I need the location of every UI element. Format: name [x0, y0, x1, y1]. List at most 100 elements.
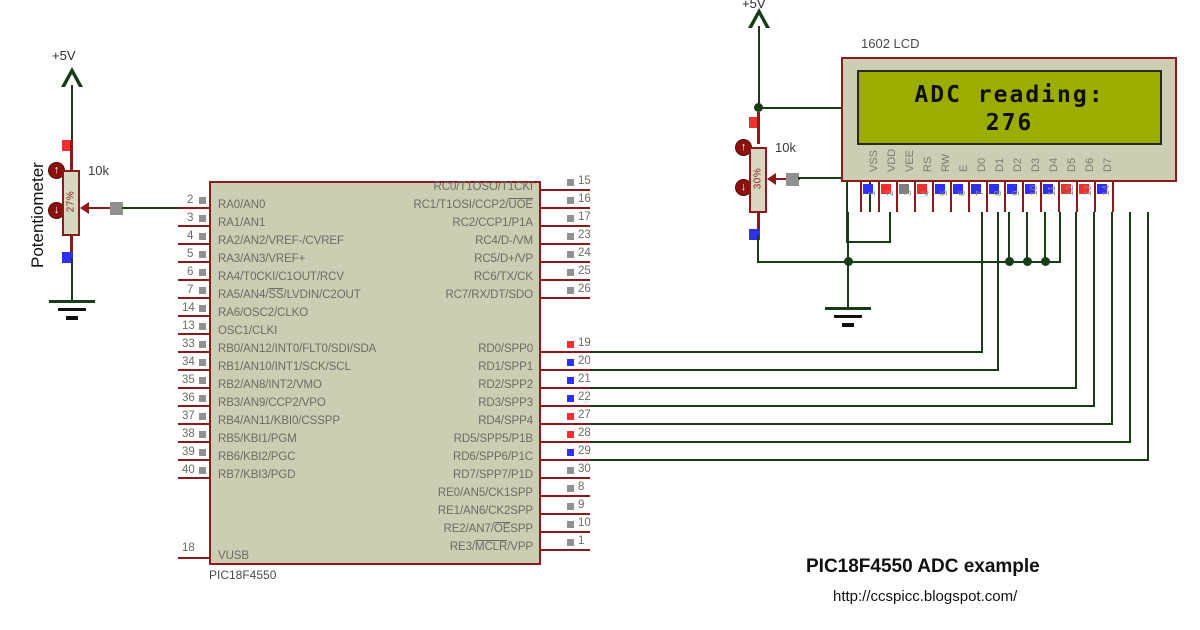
pin-wire-14 — [178, 315, 209, 317]
bus-wire-rd6 — [590, 459, 1149, 461]
lcd-pin-stub-6 — [950, 182, 952, 212]
pin-wire-13 — [178, 333, 209, 335]
lcd-pin-stub-13 — [1076, 182, 1078, 212]
pin-wire-6 — [178, 279, 209, 281]
lcd-pin-pad-3 — [899, 184, 909, 194]
pin-number-19: 19 — [578, 337, 591, 349]
pin-pad-26 — [567, 287, 574, 294]
pot-left-to-ra0-wire — [122, 207, 209, 209]
pin-pad-37 — [199, 413, 206, 420]
lcd-pin-number-13: 13 — [1083, 184, 1094, 196]
lcd-pin-label-vss: VSS — [868, 149, 880, 172]
pin-wire-37 — [178, 423, 209, 425]
pin-label-4: RA2/AN2/VREF-/CVREF — [218, 235, 344, 247]
pin-label-19: RD0/SPP0 — [478, 343, 533, 355]
pot-right-value: 10k — [775, 140, 796, 155]
pin-label-9: RE1/AN6/CK2SPP — [437, 505, 533, 517]
pin-label-23: RC4/D-/VM — [475, 235, 533, 247]
pin-wire-17 — [541, 225, 590, 227]
pin-number-9: 9 — [578, 499, 585, 511]
pin-wire-15 — [541, 189, 590, 191]
lcd-pin-strip-end — [1112, 182, 1114, 212]
pic-chip-body[interactable] — [209, 181, 541, 565]
pin-wire-19 — [541, 351, 590, 353]
lcd-pin-label-d4: D4 — [1048, 157, 1060, 172]
pin-number-15: 15 — [578, 175, 591, 187]
lcd-pin-number-10: 10 — [1029, 184, 1040, 196]
pin-pad-35 — [199, 377, 206, 384]
pin-label-26: RC7/RX/DT/SDO — [445, 289, 533, 301]
pot-right-gnd-wire — [757, 235, 759, 263]
pot-right-wiper-wire — [798, 177, 848, 179]
pin-label-24: RC5/D+/VP — [474, 253, 533, 265]
pin-wire-40 — [178, 477, 209, 479]
left-supply-label: +5V — [52, 48, 76, 63]
lcd-pin-number-3: 3 — [903, 190, 914, 196]
pin-pad-20 — [567, 359, 574, 366]
lcd-pin-pad-7 — [971, 184, 981, 194]
lcd-pin-pad-11 — [1043, 184, 1053, 194]
gnd-down-wire — [847, 261, 849, 309]
pin-label-6: RA4/T0CKI/C1OUT/RCV — [218, 271, 344, 283]
lcd-pin-stub-12 — [1058, 182, 1060, 212]
bus-drop-rd6 — [1147, 212, 1149, 459]
pin-number-27: 27 — [578, 409, 591, 421]
pin-number-16: 16 — [578, 193, 591, 205]
pin-label-15: RC0/T1OSO/T1CKI — [433, 181, 534, 193]
pin-label-16: RC1/T1OSI/CCP2/UOE — [413, 199, 533, 211]
pot-left-percent: 27% — [65, 190, 77, 213]
bus-wire-d4 — [590, 387, 1077, 389]
pot-left-decrease-button[interactable]: ↓ — [48, 202, 65, 219]
pot-left-top-lead — [70, 140, 73, 172]
pin-label-28: RD5/SPP5/P1B — [453, 433, 533, 445]
pot-left-wiper-lead — [89, 207, 117, 209]
pin-number-23: 23 — [578, 229, 591, 241]
pin-wire-18 — [178, 557, 209, 559]
pin-label-14: RA6/OSC2/CLKO — [218, 307, 309, 319]
pin-number-18: 18 — [182, 542, 195, 554]
pot-right-top-lead — [757, 112, 760, 144]
pin-number-36: 36 — [182, 392, 195, 404]
pot-left-gnd-wire — [71, 258, 73, 302]
pin-wire-35 — [178, 387, 209, 389]
lcd-pin-stub-4 — [914, 182, 916, 212]
pin-label-vusb: VUSB — [218, 550, 249, 562]
potentiometer-caption: Potentiometer — [28, 162, 47, 268]
lcd-pin-stub-5 — [932, 182, 934, 212]
lcd-pin-pad-10 — [1025, 184, 1035, 194]
pin-number-20: 20 — [578, 355, 591, 367]
pin-label-17: RC2/CCP1/P1A — [452, 217, 533, 229]
right-power-arrow-inner-icon — [752, 15, 766, 28]
pot-left-top-pad — [62, 140, 73, 151]
pin-wire-5 — [178, 261, 209, 263]
pin-label-34: RB1/AN10/INT1/SCK/SCL — [218, 361, 351, 373]
right-ground-bar-1 — [825, 307, 871, 310]
pin-label-2: RA0/AN0 — [218, 199, 266, 211]
right-supply-wire — [758, 26, 760, 108]
lcd-pin-label-d7: D7 — [1102, 157, 1114, 172]
pot-left-bottom-pad — [62, 252, 73, 263]
lcd-pin-number-5: 5 — [939, 190, 950, 196]
pot-right-bottom-pad — [749, 229, 760, 240]
lcd-pin-label-d6: D6 — [1084, 157, 1096, 172]
bus-wire-d6 — [590, 423, 1113, 425]
vss-to-gnd-wire — [847, 212, 849, 261]
lcd-pin-stub-10 — [1022, 182, 1024, 212]
page-url: http://ccspicc.blogspot.com/ — [833, 588, 1018, 605]
pin-pad-8 — [567, 485, 574, 492]
pin-pad-30 — [567, 467, 574, 474]
pin-wire-27 — [541, 423, 590, 425]
vdd-branch-wire — [758, 107, 871, 109]
pin-label-10: RE2/AN7/OESPP — [443, 523, 534, 535]
pin-wire-23 — [541, 243, 590, 245]
lcd-line-2: 276 — [985, 110, 1034, 136]
pin-pad-6 — [199, 269, 206, 276]
pin-pad-1 — [567, 539, 574, 546]
pot-left-bottom-lead — [70, 234, 73, 260]
pin-pad-38 — [199, 431, 206, 438]
lcd-pin-stub-14 — [1094, 182, 1096, 212]
bus-drop-d4 — [1075, 212, 1077, 387]
pin-label-30: RD7/SPP7/P1D — [453, 469, 533, 481]
lcd-pin-label-rs: RS — [922, 156, 934, 172]
bus-drop-e — [997, 212, 999, 369]
